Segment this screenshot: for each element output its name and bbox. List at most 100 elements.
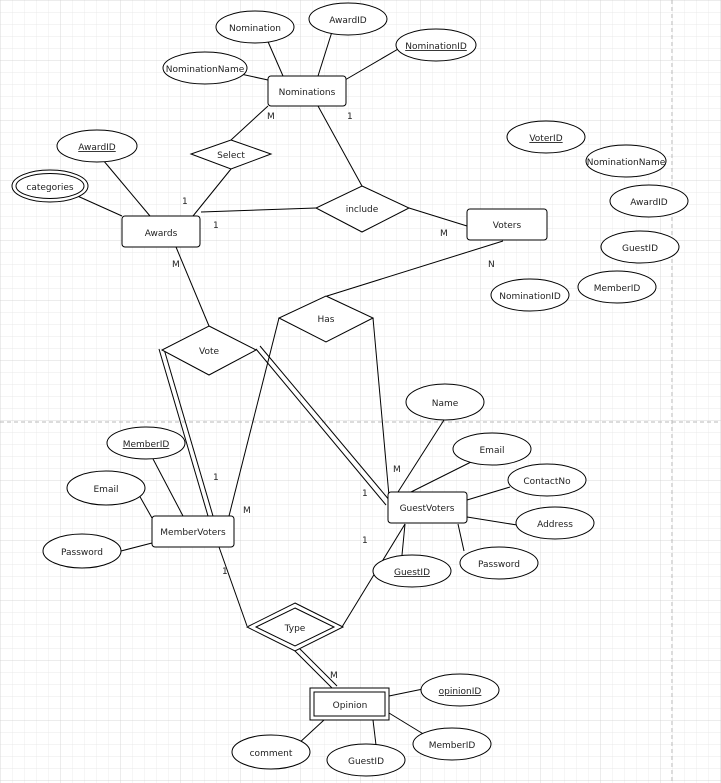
- line-guest-password: [457, 523, 465, 552]
- entity-voters[interactable]: Voters: [466, 208, 548, 241]
- attr-guest-address-label: Address: [537, 520, 573, 530]
- card-member-vote: 1: [213, 473, 219, 483]
- attr-member-email[interactable]: Email: [66, 470, 146, 506]
- attr-voters-voterid-label: VoterID: [529, 134, 562, 144]
- rel-vote-label: Vote: [199, 347, 219, 357]
- attr-voters-memberid-label: MemberID: [594, 284, 641, 294]
- attr-opinion-guestid-label: GuestID: [348, 757, 384, 767]
- card-voters-include: M: [440, 229, 448, 239]
- line-opinion-guestid: [372, 719, 377, 746]
- card-guest-vote: 1: [362, 489, 368, 499]
- attr-voters-awardid-label: AwardID: [630, 198, 668, 208]
- card-member-has: M: [243, 506, 251, 516]
- line-awards-vote: [175, 246, 210, 327]
- attr-guest-guestid-label: GuestID: [394, 568, 430, 578]
- line-has-guest: [372, 317, 391, 508]
- attr-awards-categories[interactable]: categories: [11, 169, 89, 203]
- attr-guest-name[interactable]: Name: [405, 383, 485, 421]
- card-nominations-include: 1: [347, 112, 353, 122]
- relationships: Select include Has Vote Type: [160, 139, 411, 652]
- attr-member-memberid[interactable]: MemberID: [106, 426, 186, 460]
- entity-guest-voters[interactable]: GuestVoters: [387, 491, 468, 524]
- attr-opinion-guestid[interactable]: GuestID: [326, 743, 406, 777]
- attr-nominations-nominationid[interactable]: NominationID: [395, 28, 477, 62]
- card-guest-type: 1: [362, 536, 368, 546]
- line-opinion-opinionid: [388, 688, 424, 697]
- attr-member-password[interactable]: Password: [42, 533, 122, 569]
- entity-member-voters[interactable]: MemberVoters: [151, 515, 235, 548]
- entity-awards-label: Awards: [145, 229, 178, 239]
- attr-guest-contactno[interactable]: ContactNo: [507, 463, 587, 497]
- line-opinion-comment: [297, 719, 325, 745]
- entity-awards[interactable]: Awards: [121, 215, 201, 248]
- attr-guest-contactno-label: ContactNo: [523, 477, 571, 487]
- card-awards-vote: M: [172, 260, 180, 270]
- card-opinion-type: M: [330, 671, 338, 681]
- attr-awards-categories-label: categories: [26, 183, 73, 193]
- rel-include-label: include: [346, 205, 379, 215]
- attr-guest-guestid[interactable]: GuestID: [372, 554, 452, 588]
- card-guest-has: M: [393, 465, 401, 475]
- line-vote-member-a: [158, 348, 209, 517]
- rel-type[interactable]: Type: [245, 602, 345, 652]
- line-nom-select: [230, 105, 269, 141]
- attr-opinion-comment-label: comment: [250, 749, 293, 759]
- card-voters-has: N: [488, 260, 495, 270]
- rel-has[interactable]: Has: [277, 295, 375, 343]
- connectors: [72, 18, 518, 746]
- attr-nominations-nominationname[interactable]: NominationName: [162, 51, 248, 85]
- rel-select[interactable]: Select: [189, 139, 273, 170]
- attr-guest-address[interactable]: Address: [515, 506, 595, 540]
- attr-voters-nominationname-label: NominationName: [587, 158, 666, 168]
- attr-opinion-comment[interactable]: comment: [231, 734, 311, 770]
- attr-opinion-opinionid-label: opinionID: [439, 687, 482, 697]
- attr-voters-awardid[interactable]: AwardID: [609, 184, 689, 218]
- entity-opinion[interactable]: Opinion: [309, 687, 390, 721]
- line-type-opinion-a: [292, 648, 333, 689]
- line-select-awards: [192, 168, 232, 217]
- line-type-opinion-b: [297, 646, 338, 687]
- line-guest-name: [397, 419, 445, 493]
- line-guest-address: [466, 516, 518, 526]
- line-guest-guestid: [401, 523, 406, 556]
- attr-opinion-memberid-label: MemberID: [429, 741, 476, 751]
- rel-select-label: Select: [217, 151, 245, 161]
- line-include-voters: [408, 207, 468, 227]
- attr-voters-memberid[interactable]: MemberID: [577, 270, 657, 304]
- rel-vote[interactable]: Vote: [160, 325, 258, 376]
- card-awards-select: 1: [182, 197, 188, 207]
- entity-guest-voters-label: GuestVoters: [400, 504, 455, 514]
- rel-include[interactable]: include: [314, 185, 411, 233]
- attr-voters-voterid[interactable]: VoterID: [506, 120, 586, 154]
- attr-nominations-awardid[interactable]: AwardID: [308, 2, 388, 36]
- entities: Nominations Awards Voters MemberVoters G…: [121, 75, 548, 721]
- entity-voters-label: Voters: [493, 221, 522, 231]
- line-member-email: [138, 494, 153, 519]
- line-awards-include: [200, 207, 317, 213]
- attr-nomination[interactable]: Nomination: [215, 10, 295, 44]
- attr-nominations-nominationname-label: NominationName: [166, 65, 245, 75]
- line-guest-type: [341, 523, 406, 628]
- line-opinion-memberid: [388, 712, 426, 736]
- line-member-type: [218, 546, 248, 627]
- line-guest-email: [410, 461, 472, 493]
- attr-opinion-memberid[interactable]: MemberID: [412, 727, 492, 761]
- attr-guest-password[interactable]: Password: [459, 546, 539, 580]
- line-awards-categories: [72, 193, 123, 217]
- attr-voters-nominationname[interactable]: NominationName: [585, 144, 667, 178]
- line-nom-include: [317, 105, 363, 187]
- attr-awards-awardid[interactable]: AwardID: [56, 129, 138, 163]
- entity-nominations-label: Nominations: [279, 88, 336, 98]
- attr-member-email-label: Email: [94, 485, 119, 495]
- attr-voters-guestid[interactable]: GuestID: [600, 230, 680, 264]
- entity-nominations[interactable]: Nominations: [267, 75, 347, 107]
- line-member-password: [120, 542, 153, 552]
- attr-opinion-opinionid[interactable]: opinionID: [420, 673, 500, 707]
- attr-guest-email[interactable]: Email: [452, 432, 532, 466]
- line-vote-guest-b: [259, 345, 391, 502]
- attr-voters-nominationid[interactable]: NominationID: [490, 278, 570, 312]
- rel-has-label: Has: [318, 315, 335, 325]
- cardinalities: M 1 1 1 M N M 1 M 1 M 1 1 M: [172, 112, 495, 681]
